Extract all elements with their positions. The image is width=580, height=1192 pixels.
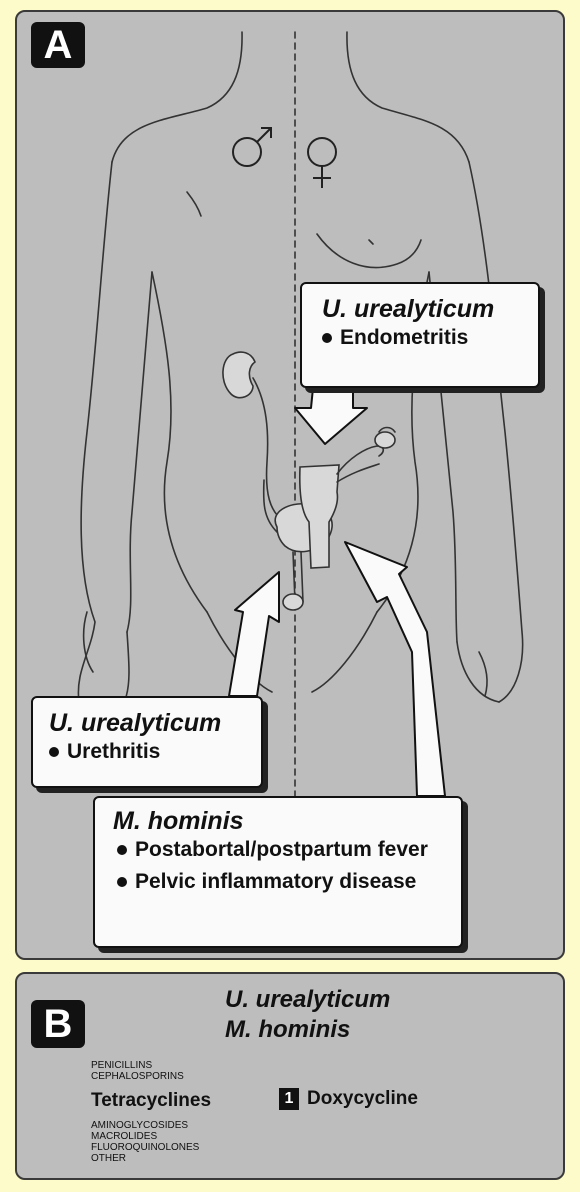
male-symbol-ring bbox=[233, 138, 261, 166]
panel-a-label: A bbox=[31, 22, 85, 68]
callout-item-text: Postabortal/postpartum fever bbox=[135, 836, 428, 864]
drug-class-list-bottom: AMINOGLYCOSIDES MACROLIDES FLUOROQUINOLO… bbox=[91, 1120, 199, 1164]
drug-class: AMINOGLYCOSIDES bbox=[91, 1120, 199, 1131]
urethritis-arrow bbox=[229, 572, 279, 696]
rank-badge: 1 bbox=[279, 1088, 299, 1110]
drug-class: PENICILLINS bbox=[91, 1060, 184, 1071]
bullet-icon bbox=[49, 747, 59, 757]
effective-drug-class: Tetracyclines bbox=[91, 1090, 211, 1112]
callout-item: Pelvic inflammatory disease bbox=[113, 868, 417, 896]
bullet-icon bbox=[322, 333, 332, 343]
callout-item-text: Endometritis bbox=[340, 324, 468, 352]
drug-class: MACROLIDES bbox=[91, 1131, 199, 1142]
panel-a: A U. urealyticum Endometritis U. urealyt… bbox=[15, 10, 565, 960]
callout-item-text: Urethritis bbox=[67, 738, 160, 766]
panel-b-label: B bbox=[31, 1000, 85, 1048]
callout-item: Endometritis bbox=[322, 324, 538, 352]
callout-item: Postabortal/postpartum fever bbox=[113, 836, 437, 864]
organism-name: U. urealyticum bbox=[225, 986, 390, 1014]
panel-b: B U. urealyticum M. hominis PENICILLINS … bbox=[15, 972, 565, 1180]
bullet-icon bbox=[117, 877, 127, 887]
bullet-icon bbox=[117, 845, 127, 855]
drug-class: CEPHALOSPORINS bbox=[91, 1071, 184, 1082]
female-symbol-ring bbox=[308, 138, 336, 166]
drug-name: Doxycycline bbox=[307, 1088, 418, 1110]
endometritis-arrow bbox=[295, 388, 367, 444]
callout-urethritis: U. urealyticum Urethritis bbox=[31, 696, 263, 788]
drug-class: FLUOROQUINOLONES bbox=[91, 1142, 199, 1153]
callout-m-hominis: M. hominis Postabortal/postpartum fever … bbox=[93, 796, 463, 948]
callout-organism: U. urealyticum bbox=[49, 708, 261, 738]
callout-item-text: Pelvic inflammatory disease bbox=[135, 868, 416, 896]
pelvic-arrow bbox=[345, 542, 445, 796]
drug-class: OTHER bbox=[91, 1153, 199, 1164]
organism-name: M. hominis bbox=[225, 1016, 350, 1044]
drug-of-choice: 1 Doxycycline bbox=[279, 1088, 418, 1110]
callout-endometritis: U. urealyticum Endometritis bbox=[300, 282, 540, 388]
drug-class-list-top: PENICILLINS CEPHALOSPORINS bbox=[91, 1060, 184, 1082]
callout-organism: U. urealyticum bbox=[322, 294, 538, 324]
callout-item: Urethritis bbox=[49, 738, 261, 766]
callout-organism: M. hominis bbox=[113, 806, 461, 836]
